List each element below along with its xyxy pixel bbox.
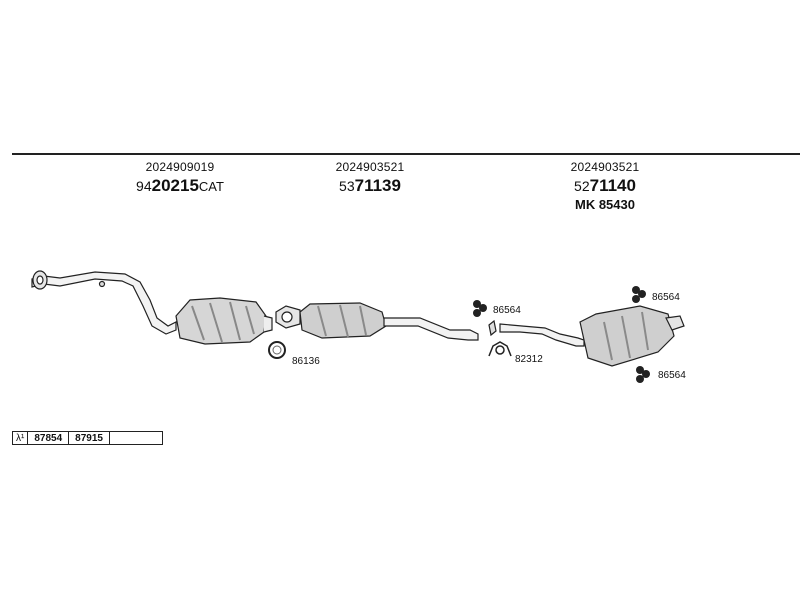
rear-silencer[interactable]: [579, 305, 685, 367]
connector-pipe[interactable]: [488, 319, 585, 347]
oem-number: 2024903521: [335, 160, 405, 174]
sensor-part-empty: [108, 431, 163, 445]
part-number: 9420215CAT: [136, 176, 224, 195]
sensor-part-2[interactable]: 87915: [68, 431, 110, 445]
label-clamp-rear-bottom: 86564: [658, 370, 686, 381]
header-divider: [12, 153, 800, 155]
lambda-sensor-table: λ¹ 87854 87915: [11, 431, 163, 445]
mounting-kit-number: MK 85430: [575, 197, 635, 212]
clamp-rear-bottom[interactable]: [636, 366, 650, 383]
part-number: 5271140: [574, 176, 636, 195]
gasket-ring[interactable]: [268, 341, 286, 359]
part-number: 5371139: [339, 176, 401, 195]
lambda-symbol: λ¹: [11, 431, 29, 445]
part-section-front-catalyst[interactable]: 2024909019 9420215CAT: [100, 160, 260, 196]
clamp-rear-top[interactable]: [632, 286, 646, 303]
label-clamp-mid: 86564: [493, 305, 521, 316]
label-clamp-rear-top: 86564: [652, 292, 680, 303]
middle-silencer[interactable]: [275, 302, 479, 341]
oem-number: 2024903521: [570, 160, 640, 174]
part-section-rear-silencer[interactable]: 2024903521 5271140 MK 85430: [530, 160, 680, 212]
part-section-middle-silencer[interactable]: 2024903521 5371139: [295, 160, 445, 196]
label-gasket: 86136: [292, 356, 320, 367]
oem-number: 2024909019: [145, 160, 215, 174]
rubber-bracket[interactable]: [488, 341, 512, 357]
catalytic-converter[interactable]: [175, 297, 273, 345]
label-bracket: 82312: [515, 354, 543, 365]
clamp-mid[interactable]: [473, 300, 487, 317]
front-pipe[interactable]: [31, 270, 177, 335]
sensor-part-1[interactable]: 87854: [27, 431, 70, 445]
